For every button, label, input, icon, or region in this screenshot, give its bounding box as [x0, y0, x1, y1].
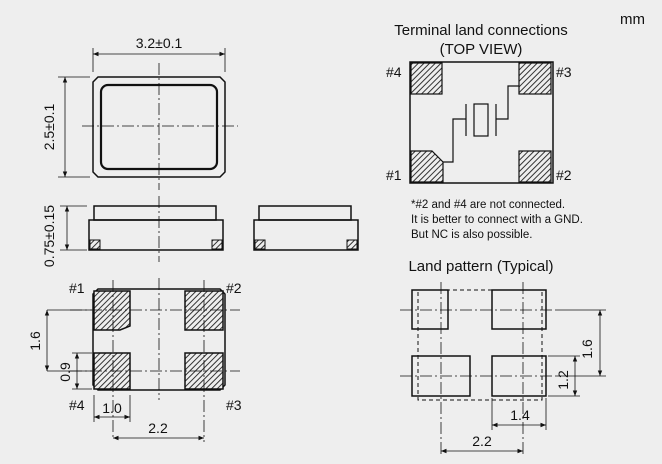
terminal-pad-4	[410, 62, 443, 95]
terminal-note-line-2: It is better to connect with a GND.	[411, 214, 583, 226]
land-dim-1-2: 1.2	[555, 370, 571, 390]
terminal-note-line-1: *#2 and #4 are not connected.	[411, 199, 565, 211]
terminal-pad-1-label: #1	[386, 167, 402, 183]
top-view-outline	[58, 48, 238, 190]
width-dimension-label: 3.2±0.1	[136, 35, 183, 51]
terminal-pad-1-chamfered	[410, 150, 444, 183]
height-dimension-label: 2.5±0.1	[41, 103, 57, 150]
terminal-top-view	[409, 61, 554, 184]
bottom-dim-1-0: 1.0	[102, 400, 122, 416]
terminal-pad-2-label: #2	[556, 167, 572, 183]
terminal-pad-3-label: #3	[556, 64, 572, 80]
terminal-note-line-3: But NC is also possible.	[411, 229, 532, 241]
bottom-dim-2-2: 2.2	[148, 420, 168, 436]
bottom-pad-3-label: #3	[226, 397, 242, 413]
terminal-subtitle: (TOP VIEW)	[440, 41, 523, 58]
side-view-short	[253, 205, 359, 251]
land-pattern	[400, 282, 606, 455]
unit-label: mm	[620, 11, 645, 28]
terminal-pad-2	[518, 150, 552, 183]
pad-1-chamfered	[93, 290, 131, 331]
terminal-title: Terminal land connections	[394, 22, 567, 39]
land-pattern-title: Land pattern (Typical)	[408, 258, 553, 275]
bottom-view	[44, 278, 240, 442]
bottom-pad-2-label: #2	[226, 280, 242, 296]
terminal-pad-4-label: #4	[386, 64, 402, 80]
land-dim-1-6: 1.6	[579, 339, 595, 359]
bottom-pad-1-label: #1	[69, 280, 85, 296]
land-dim-1-4: 1.4	[510, 407, 530, 423]
land-pad-top-right	[491, 289, 547, 330]
bottom-dim-0-9: 0.9	[57, 362, 73, 382]
bottom-pad-4-label: #4	[69, 397, 85, 413]
land-dim-2-2: 2.2	[472, 433, 492, 449]
terminal-pad-3	[518, 62, 552, 95]
land-pad-top-left	[411, 289, 449, 330]
thickness-dimension-label: 0.75±0.15	[41, 205, 57, 267]
bottom-dim-1-6: 1.6	[27, 331, 43, 351]
side-view-long	[60, 196, 224, 262]
